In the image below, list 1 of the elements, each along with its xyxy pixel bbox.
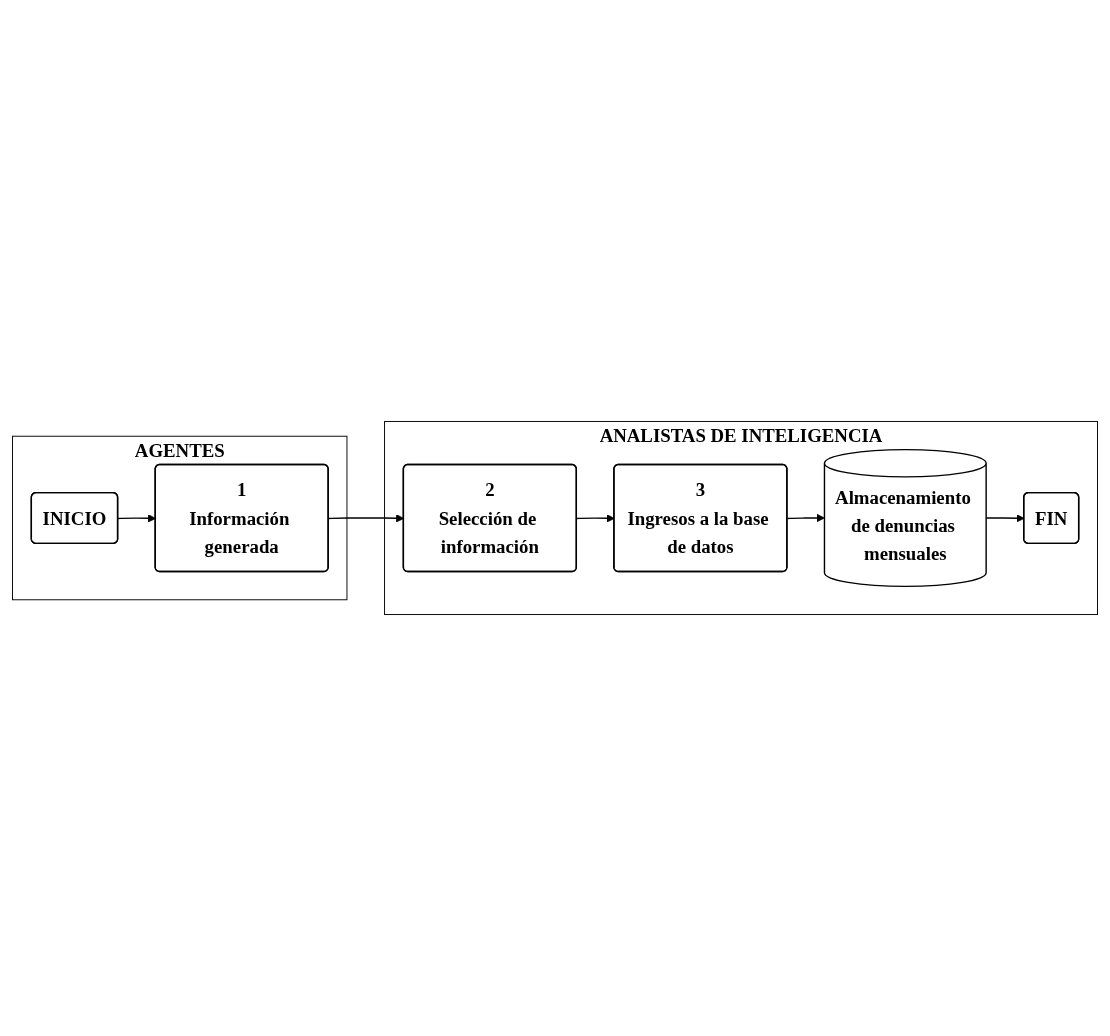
arrow bbox=[786, 513, 825, 523]
